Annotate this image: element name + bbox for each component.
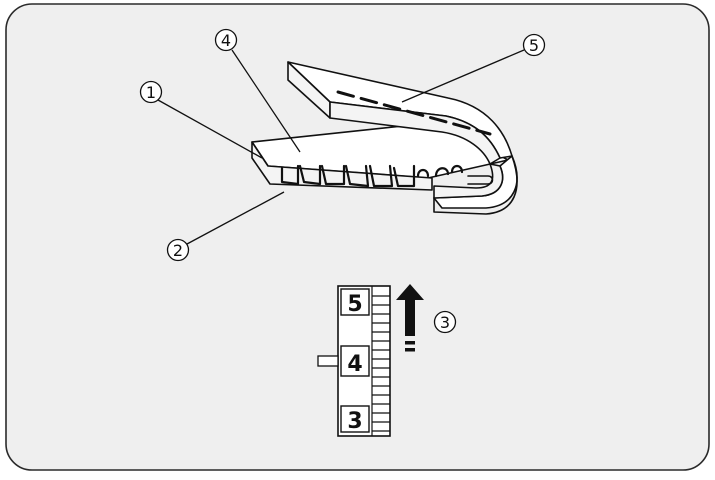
dial-number-3: 3 xyxy=(347,409,362,434)
callout-3: 3 xyxy=(433,310,457,334)
straight-stitch-line xyxy=(336,90,492,136)
panel-background xyxy=(5,3,710,471)
blind-hem-stitches xyxy=(280,164,464,188)
folded-fabric-illustration xyxy=(251,61,518,215)
callout-5-label: 5 xyxy=(529,36,539,55)
callout-4: 4 xyxy=(214,28,301,153)
dial-number-box-3 xyxy=(340,405,370,433)
dial-number-4: 4 xyxy=(347,352,362,377)
callout-1: 1 xyxy=(139,80,263,159)
callout-2-label: 2 xyxy=(173,241,183,260)
callout-1-label: 1 xyxy=(146,83,156,102)
callout-5: 5 xyxy=(401,33,546,103)
dial-number-box-4 xyxy=(340,345,370,377)
fabric-upper-layer-front-edge xyxy=(329,101,501,165)
dial-number-box-5 xyxy=(340,288,370,316)
dial-setting-indicator xyxy=(317,355,339,367)
up-arrow-icon xyxy=(396,284,424,352)
fabric-fold-bottom xyxy=(433,155,518,215)
stitch-width-dial: 5 4 3 xyxy=(317,285,391,437)
callout-3-label: 3 xyxy=(440,313,450,332)
fabric-fold-small-slot xyxy=(467,175,494,185)
callout-2: 2 xyxy=(166,191,285,262)
dial-number-5: 5 xyxy=(347,292,362,317)
dial-ticks xyxy=(372,295,390,432)
callout-4-label: 4 xyxy=(221,31,231,50)
